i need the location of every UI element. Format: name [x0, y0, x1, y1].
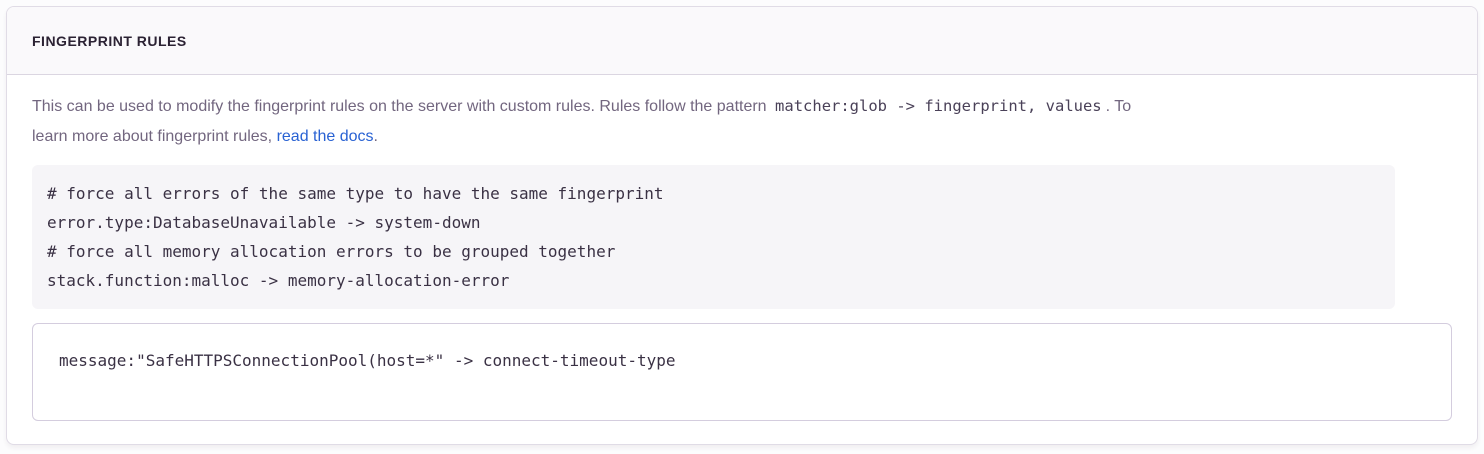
- field-description: This can be used to modify the fingerpri…: [32, 91, 1452, 152]
- description-text-after-pattern: . To: [1105, 98, 1132, 115]
- panel-title: FINGERPRINT RULES: [32, 32, 187, 49]
- fingerprint-rules-example-code: # force all errors of the same type to h…: [32, 165, 1395, 309]
- fingerprint-rules-input[interactable]: message:"SafeHTTPSConnectionPool(host=*"…: [32, 323, 1452, 421]
- fingerprint-rules-panel: FINGERPRINT RULES This can be used to mo…: [6, 6, 1478, 445]
- description-period: .: [373, 128, 378, 145]
- read-the-docs-link[interactable]: read the docs: [276, 128, 374, 145]
- description-text-before-pattern: This can be used to modify the fingerpri…: [32, 98, 772, 115]
- panel-header: FINGERPRINT RULES: [7, 7, 1477, 75]
- pattern-inline-code: matcher:glob -> fingerprint, values: [775, 97, 1102, 115]
- panel-body: This can be used to modify the fingerpri…: [7, 75, 1477, 444]
- description-line2-text: learn more about fingerprint rules,: [32, 128, 277, 145]
